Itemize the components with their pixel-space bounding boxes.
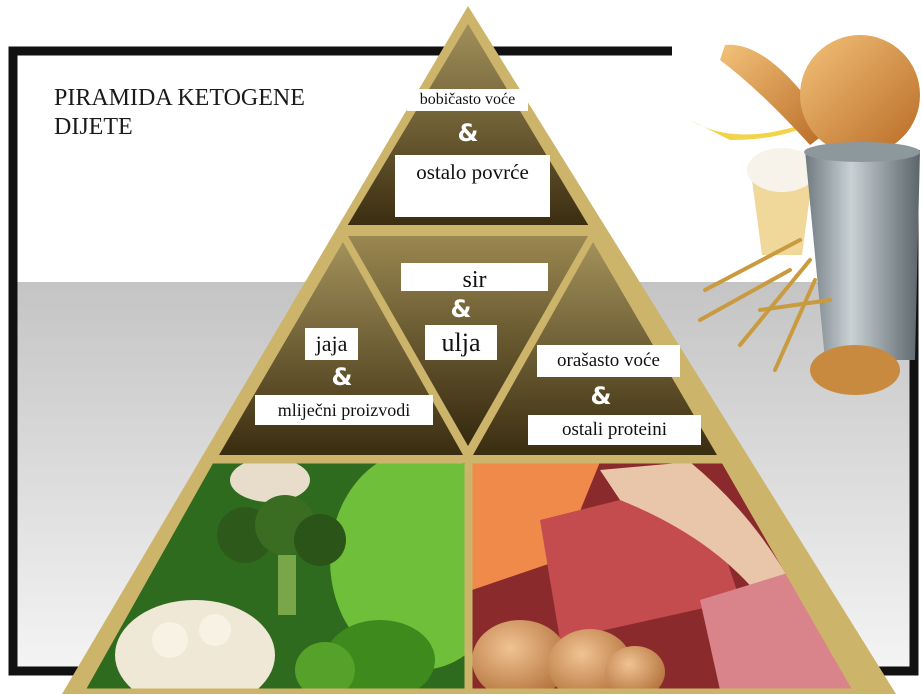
diagram-title: PIRAMIDA KETOGENE DIJETE <box>54 84 374 142</box>
center-tier-ampersand: & <box>441 294 481 324</box>
grain-pile-shape <box>810 345 900 395</box>
mushroom-shape <box>230 458 310 502</box>
right-tier-line2: ostali proteini <box>528 415 701 445</box>
left-tier-line2: mliječni proizvodi <box>255 395 433 425</box>
right-tier-ampersand: & <box>581 381 621 411</box>
center-tier-line2: ulja <box>425 325 497 360</box>
bread-bun-shape <box>800 35 920 155</box>
trash-can-shape <box>805 150 920 360</box>
right-tier-line1: orašasto voće <box>537 345 680 377</box>
left-tier-ampersand: & <box>322 362 362 392</box>
left-tier-line1: jaja <box>305 328 358 360</box>
top-tier-line2: ostalo povrće <box>395 155 550 217</box>
top-tier-ampersand: & <box>448 118 488 148</box>
top-tier-line1: bobičasto voće <box>407 89 528 111</box>
center-tier-line1: sir <box>401 263 548 291</box>
